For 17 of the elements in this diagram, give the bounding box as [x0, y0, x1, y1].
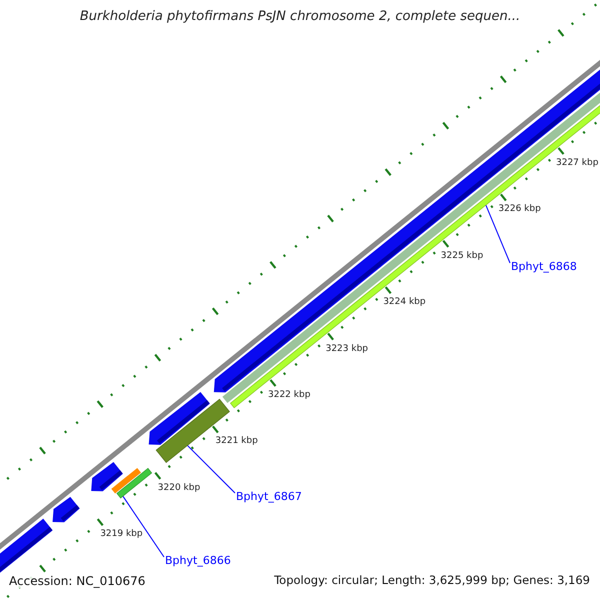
map-title: Burkholderia phytofirmans PsJN chromosome 2, complete sequen...	[78, 9, 522, 25]
leader-line	[186, 444, 236, 494]
tick-label: 3219 kbp	[100, 529, 143, 540]
tick-label: 3225 kbp	[440, 250, 484, 262]
tick-label: 3223 kbp	[326, 344, 368, 354]
tick-label: 3221 kbp	[215, 436, 258, 448]
gene-label: Bphyt_6868	[511, 260, 577, 273]
tick-label: 3226 kbp	[498, 204, 541, 216]
tick-label: 3222 kbp	[268, 390, 310, 401]
gene-label: Bphyt_6866	[165, 554, 231, 567]
gene-label: Bphyt_6867	[236, 490, 302, 503]
gene-feature-bar	[116, 468, 152, 498]
leader-line	[122, 496, 164, 558]
tick-label: 3227 kbp	[556, 158, 598, 169]
leader-line	[485, 204, 510, 264]
tick-label: 3220 kbp	[158, 482, 200, 494]
tick-label: 3224 kbp	[383, 297, 426, 308]
